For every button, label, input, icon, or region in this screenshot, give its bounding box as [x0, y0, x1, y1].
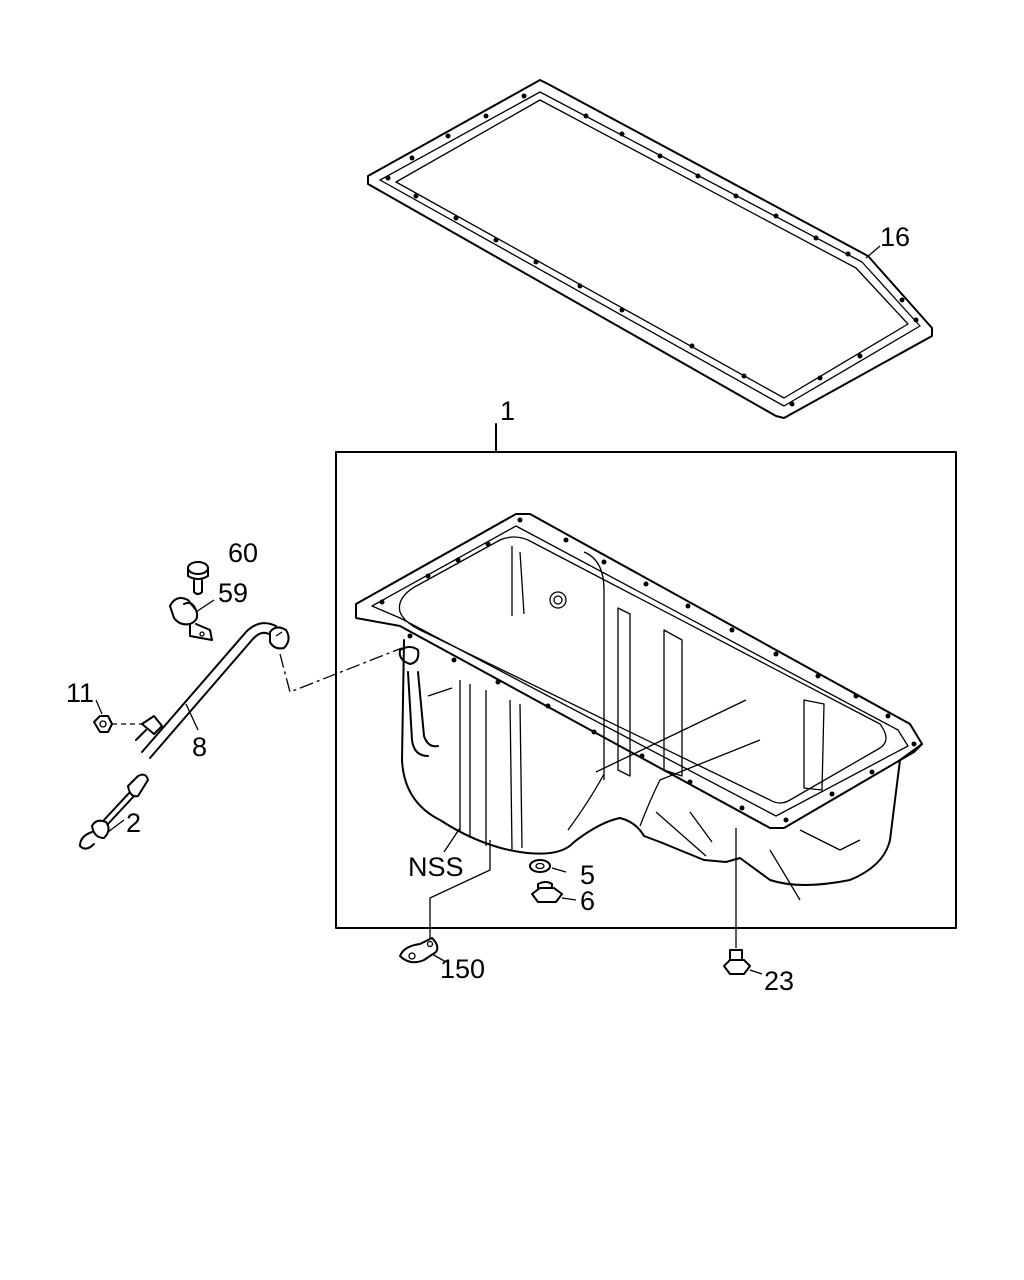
callout-23: 23 [764, 966, 794, 996]
callout-150: 150 [440, 954, 485, 984]
callout-5: 5 [580, 860, 595, 890]
oil-pan [355, 513, 923, 901]
dipstick-guide-tube-part-8 [135, 622, 290, 759]
assembly-line-bracket [429, 840, 491, 940]
callout-59: 59 [218, 578, 248, 608]
oil-pan-assembly-frame [335, 451, 957, 929]
callout-60: 60 [228, 538, 258, 568]
pan-bolt-holes [379, 517, 917, 823]
drain-plug-part-6 [531, 881, 563, 903]
leader-nss [443, 827, 461, 853]
leader-150 [431, 953, 447, 963]
washer-part-5 [529, 859, 551, 873]
leader-8 [185, 703, 199, 731]
callout-16: 16 [880, 222, 910, 252]
leader-5 [551, 867, 567, 873]
callout-6: 6 [580, 886, 595, 916]
nut-part-11 [93, 715, 113, 733]
bolt-part-23 [723, 949, 751, 975]
callout-1: 1 [500, 396, 515, 426]
leader-2 [107, 819, 125, 833]
leader-23 [749, 969, 763, 975]
callout-8: 8 [192, 732, 207, 762]
callout-2: 2 [126, 808, 141, 838]
oil-pan-gasket [367, 79, 933, 419]
assembly-line-tube [279, 647, 403, 693]
leader-11 [95, 699, 103, 715]
gasket-bolt-holes [385, 93, 919, 407]
callout-11: 11 [66, 678, 94, 708]
leader-6 [561, 897, 577, 901]
leader-59 [195, 599, 215, 613]
callout-nss: NSS [408, 852, 464, 882]
bolt-part-60 [187, 561, 209, 595]
dipstick-part-2 [79, 773, 149, 850]
leader-16 [865, 245, 881, 259]
bracket-part-150 [399, 937, 439, 964]
clip-part-59 [169, 597, 213, 641]
